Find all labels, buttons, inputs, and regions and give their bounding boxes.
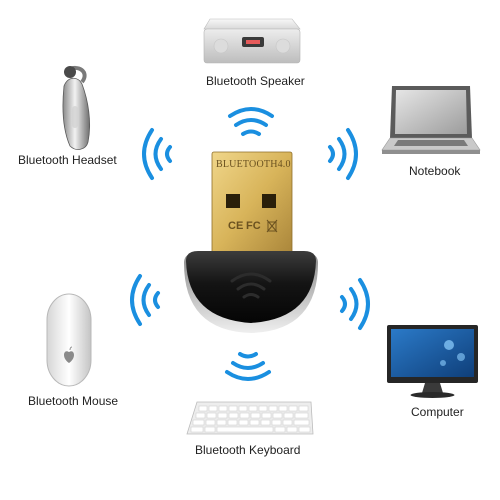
bluetooth-headset	[48, 62, 98, 152]
signal-waves-upper-right	[328, 128, 358, 180]
signal-waves-upper-left	[142, 128, 172, 180]
dongle-engraving: BLUETOOTH4.0	[216, 159, 291, 170]
bluetooth-keyboard-label: Bluetooth Keyboard	[195, 443, 301, 457]
bluetooth-mouse-label: Bluetooth Mouse	[28, 394, 119, 408]
speaker-icon	[203, 18, 301, 64]
dongle-body	[184, 251, 318, 333]
mouse-icon	[46, 293, 92, 387]
dongle-fc-mark: FC	[246, 220, 261, 232]
laptop-icon	[381, 86, 481, 154]
keyboard-icon	[186, 401, 314, 435]
signal-waves-lower-left	[130, 274, 160, 326]
bluetooth-speaker-label: Bluetooth Speaker	[206, 74, 305, 88]
computer-label: Computer	[411, 405, 464, 419]
recycle-bin-icon	[266, 219, 278, 233]
monitor-icon	[387, 325, 478, 398]
dongle-ce-mark: CE	[228, 220, 244, 232]
headset-icon	[62, 65, 90, 150]
signal-waves-lower-right	[340, 278, 370, 330]
notebook-label: Notebook	[409, 164, 461, 178]
notebook	[380, 82, 481, 158]
computer	[385, 323, 480, 399]
bluetooth-headset-label: Bluetooth Headset	[18, 153, 117, 167]
bluetooth-keyboard	[185, 400, 315, 438]
bluetooth-mouse	[43, 290, 95, 390]
signal-waves-top	[228, 107, 274, 136]
signal-waves-bottom	[225, 352, 271, 381]
bluetooth-speaker	[196, 15, 301, 65]
